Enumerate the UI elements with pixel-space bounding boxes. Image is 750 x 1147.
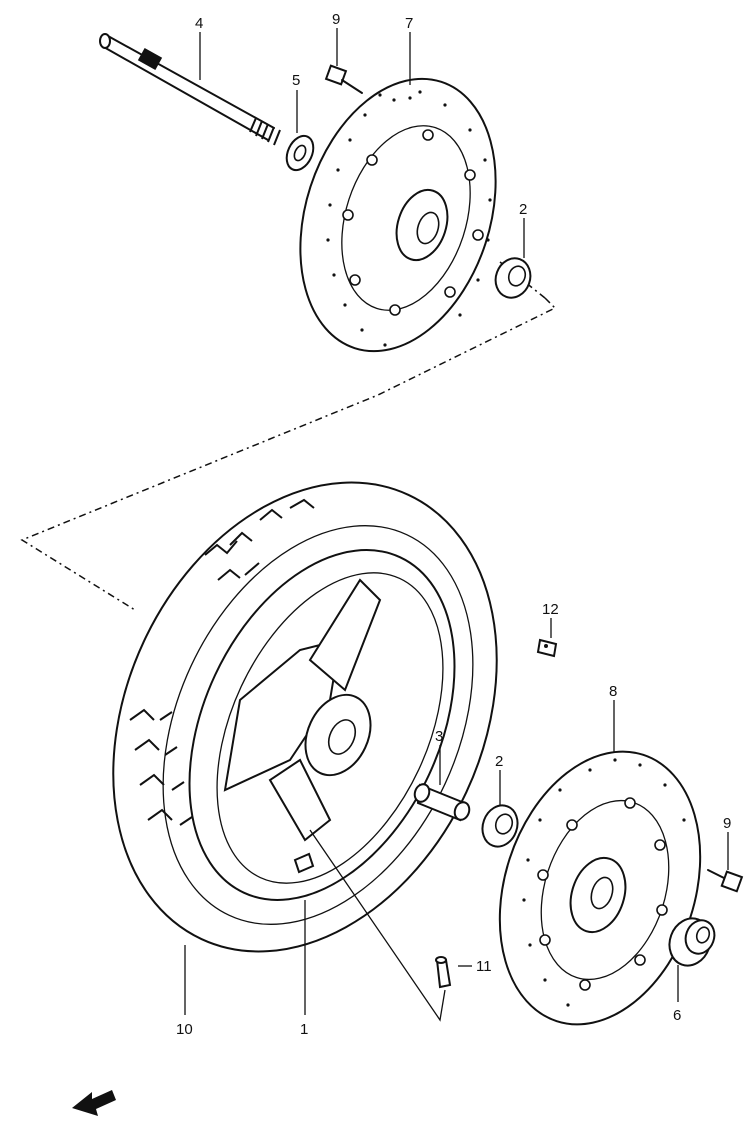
disc-bolt [707,869,744,893]
front-wheel-rim [188,549,456,901]
part-5-label: 5 [292,72,300,89]
part-4-label: 4 [195,15,203,32]
wheel-bearing [481,804,519,848]
part-9-top-label: 9 [332,11,340,28]
tire-valve [435,956,452,989]
hub-spacer [668,917,716,967]
part-10-label: 10 [176,1021,193,1038]
axle-spacer-washer [285,134,315,172]
front-direction-arrow-icon [72,1090,116,1116]
wheel-bearing-upper [494,257,532,299]
part-2-label: 2 [495,753,503,770]
balance-clip [536,638,558,658]
disc-bolt-top [324,64,363,94]
part-6-label: 6 [673,1007,681,1024]
part-7-label: 7 [405,15,413,32]
wheel-spacer [413,783,471,822]
part-labels: 4 9 7 5 2 12 8 3 2 9 11 6 10 1 [176,11,731,1038]
part-9-label: 9 [723,815,731,832]
front-axle [99,33,281,146]
part-2-top-label: 2 [519,201,527,218]
part-11-label: 11 [476,958,492,975]
brake-disc-lower [498,750,702,1026]
brake-disc-upper [299,77,497,353]
part-8-label: 8 [609,683,617,700]
part-12-label: 12 [542,601,559,618]
part-1-label: 1 [300,1021,308,1038]
part-3-label: 3 [435,728,443,745]
leader-lines [184,28,729,1022]
